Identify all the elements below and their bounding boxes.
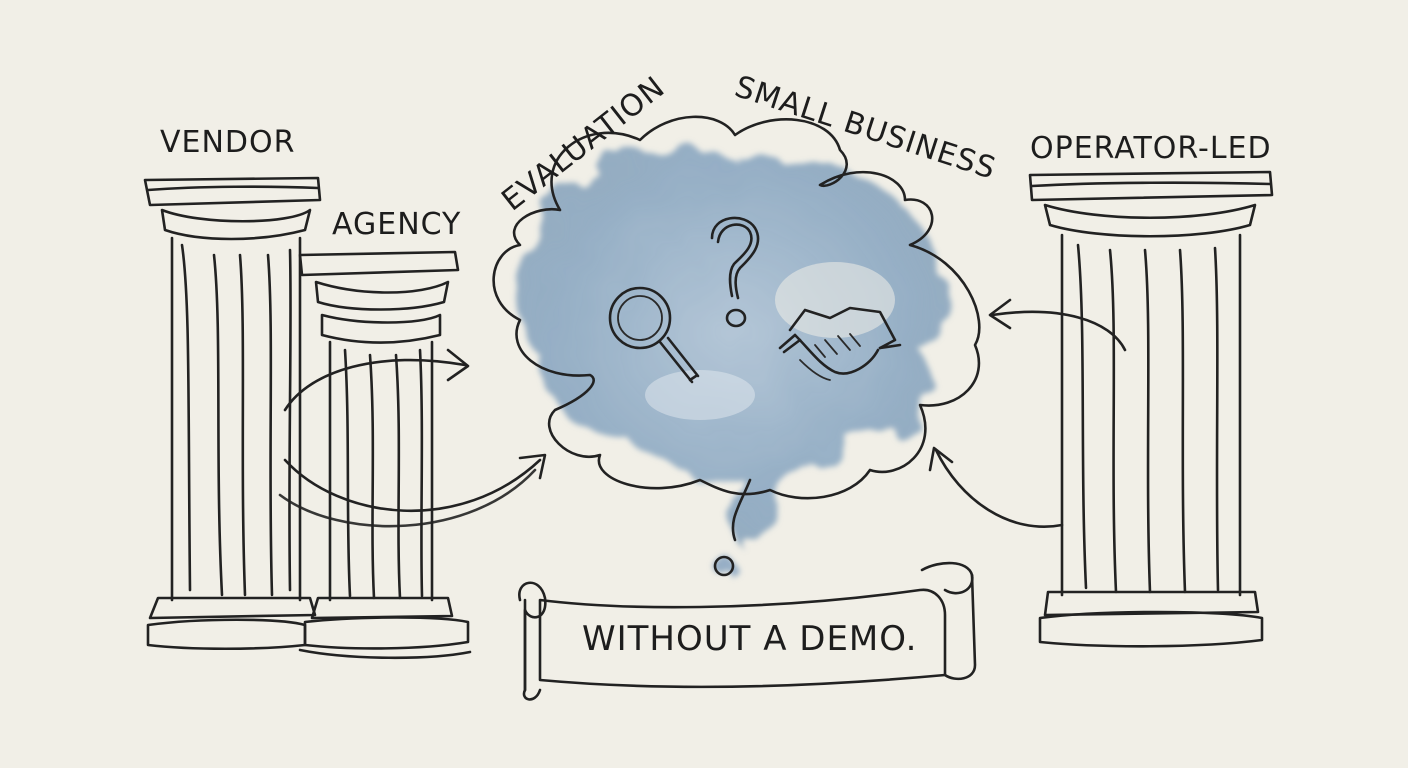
banner-scroll	[518, 561, 977, 701]
agency-label: AGENCY	[332, 207, 461, 242]
arrow-operator-lower	[934, 448, 1064, 528]
banner-text: WITHOUT A DEMO.	[582, 619, 917, 659]
operator-led-pillar	[1028, 170, 1274, 648]
arrow-operator-upper	[990, 310, 1127, 352]
arrows	[278, 298, 1127, 528]
question-mark-icon	[710, 216, 760, 328]
arrow-vendor-lower	[283, 458, 542, 512]
handshake-icon	[778, 306, 902, 381]
agency-pillar	[298, 250, 472, 660]
arrow-vendor-upper	[283, 358, 467, 412]
vendor-label: VENDOR	[160, 125, 295, 160]
operator-led-label: OPERATOR-LED	[1030, 131, 1272, 166]
watercolor-wash	[519, 155, 945, 576]
thought-bubble-dot	[713, 555, 735, 577]
vendor-pillar	[143, 176, 322, 651]
thought-cloud-outline	[492, 115, 981, 500]
thought-tail	[731, 478, 752, 542]
magnifying-glass-icon	[608, 286, 700, 384]
watercolor-highlights	[645, 262, 895, 420]
